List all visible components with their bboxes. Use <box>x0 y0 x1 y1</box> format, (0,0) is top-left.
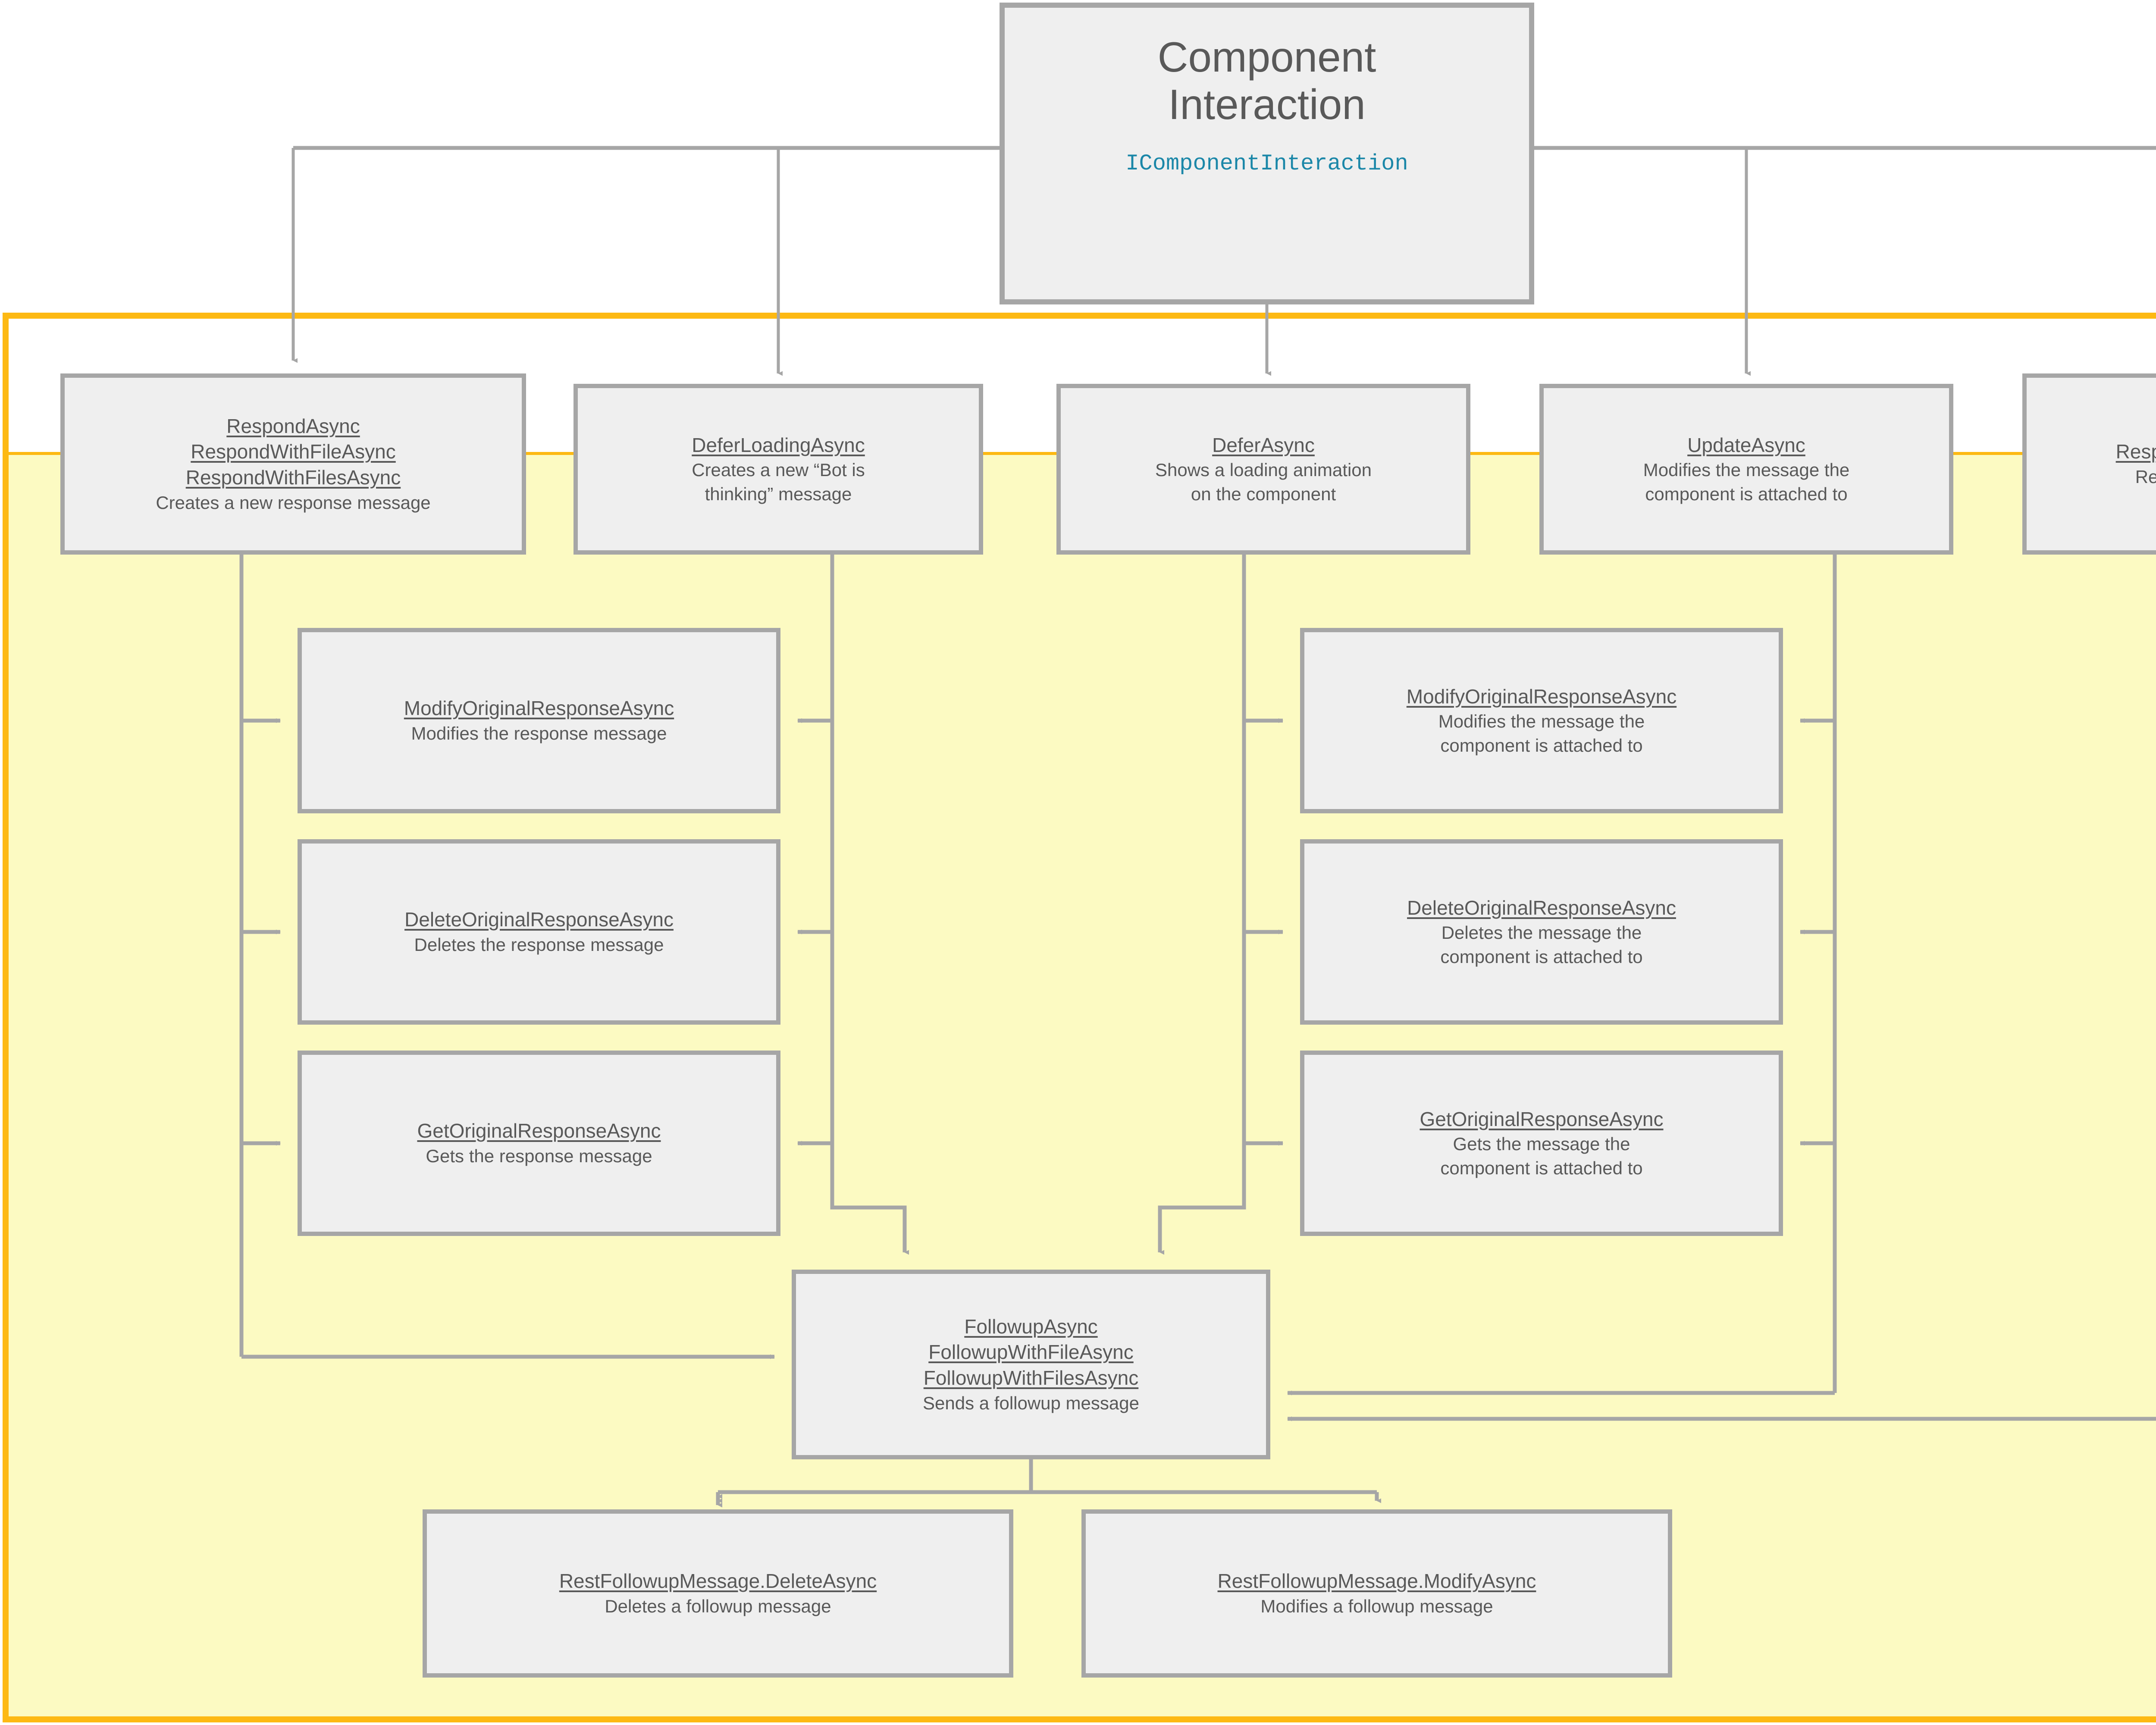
method-name: FollowupWithFileAsync <box>928 1341 1134 1364</box>
method-name: ModifyOriginalResponseAsync <box>1406 685 1677 708</box>
root-node-component-interaction[interactable]: Component Interaction IComponentInteract… <box>1000 3 1534 304</box>
method-name: FollowupWithFilesAsync <box>923 1367 1139 1389</box>
method-name: FollowupAsync <box>964 1315 1098 1338</box>
method-description: Modifies the message the component is at… <box>1643 460 1850 504</box>
method-name-list: UpdateAsync <box>1687 433 1805 458</box>
root-title-line2: Interaction <box>1168 80 1366 128</box>
method-description: Creates a new “Bot is thinking” message <box>692 460 865 504</box>
method-name: RespondAsync <box>226 414 360 437</box>
method-name: DeleteOriginalResponseAsync <box>404 908 674 931</box>
method-name: GetOriginalResponseAsync <box>417 1120 661 1142</box>
node-rest-followup-message-delete-async[interactable]: RestFollowupMessage.DeleteAsync Deletes … <box>423 1509 1013 1678</box>
method-name: RespondWithModalAsync <box>2115 440 2156 463</box>
method-description: Modifies the message the component is at… <box>1438 711 1645 756</box>
method-name-list: GetOriginalResponseAsync <box>1420 1107 1663 1132</box>
node-defer-async[interactable]: DeferAsync Shows a loading animation on … <box>1056 384 1470 555</box>
method-name-list: DeferAsync <box>1212 433 1315 458</box>
method-name: GetOriginalResponseAsync <box>1420 1107 1664 1130</box>
method-name-list: RestFollowupMessage.ModifyAsync <box>1218 1568 1536 1594</box>
method-name: RespondWithFilesAsync <box>185 466 401 489</box>
root-title-line1: Component <box>1157 33 1376 81</box>
node-get-original-response-middle[interactable]: GetOriginalResponseAsync Gets the messag… <box>1300 1051 1783 1236</box>
method-description: Deletes the response message <box>414 935 664 955</box>
method-description: Sends a followup message <box>923 1393 1139 1413</box>
method-name-list: RespondWithModalAsync <box>2116 439 2156 465</box>
node-followup-async[interactable]: FollowupAsync FollowupWithFileAsync Foll… <box>792 1270 1270 1459</box>
method-description: Gets the message the component is attach… <box>1440 1134 1643 1178</box>
node-respond-with-modal-async[interactable]: RespondWithModalAsync Responds with a mo… <box>2022 373 2156 555</box>
method-description: Deletes a followup message <box>605 1596 831 1617</box>
method-name: RespondWithFileAsync <box>191 440 396 463</box>
method-name-list: DeferLoadingAsync <box>692 433 865 458</box>
method-name: RestFollowupMessage.ModifyAsync <box>1217 1570 1536 1593</box>
node-modify-original-response-middle[interactable]: ModifyOriginalResponseAsync Modifies the… <box>1300 628 1783 813</box>
method-description: Gets the response message <box>426 1146 652 1167</box>
node-delete-original-response-middle[interactable]: DeleteOriginalResponseAsync Deletes the … <box>1300 839 1783 1025</box>
method-name: UpdateAsync <box>1687 433 1805 456</box>
node-defer-loading-async[interactable]: DeferLoadingAsync Creates a new “Bot is … <box>573 384 983 555</box>
method-name-list: DeleteOriginalResponseAsync <box>404 907 674 933</box>
method-name-list: ModifyOriginalResponseAsync <box>404 696 674 721</box>
root-interface-name: IComponentInteraction <box>1125 151 1408 176</box>
method-name-list: FollowupAsync FollowupWithFileAsync Foll… <box>924 1314 1138 1391</box>
method-description: Modifies a followup message <box>1260 1596 1493 1617</box>
method-description: Modifies the response message <box>411 723 667 744</box>
node-get-original-response-left[interactable]: GetOriginalResponseAsync Gets the respon… <box>298 1051 780 1236</box>
method-name-list: RestFollowupMessage.DeleteAsync <box>559 1568 877 1594</box>
node-respond-async[interactable]: RespondAsync RespondWithFileAsync Respon… <box>60 373 526 555</box>
node-rest-followup-message-modify-async[interactable]: RestFollowupMessage.ModifyAsync Modifies… <box>1081 1509 1672 1678</box>
method-name-list: DeleteOriginalResponseAsync <box>1407 895 1676 921</box>
method-name-list: RespondAsync RespondWithFileAsync Respon… <box>186 414 401 491</box>
method-name-list: ModifyOriginalResponseAsync <box>1407 684 1677 710</box>
node-delete-original-response-left[interactable]: DeleteOriginalResponseAsync Deletes the … <box>298 839 780 1025</box>
method-name-list: GetOriginalResponseAsync <box>417 1118 661 1144</box>
method-name: DeferAsync <box>1212 433 1315 456</box>
node-modify-original-response-left[interactable]: ModifyOriginalResponseAsync Modifies the… <box>298 628 780 813</box>
method-name: DeleteOriginalResponseAsync <box>1407 896 1676 919</box>
method-description: Deletes the message the component is att… <box>1440 922 1643 967</box>
method-name: DeferLoadingAsync <box>692 433 865 456</box>
method-description: Responds with a modal <box>2135 467 2156 487</box>
node-update-async[interactable]: UpdateAsync Modifies the message the com… <box>1539 384 1953 555</box>
method-name: ModifyOriginalResponseAsync <box>404 697 674 720</box>
method-description: Shows a loading animation on the compone… <box>1155 460 1372 504</box>
method-name: RestFollowupMessage.DeleteAsync <box>559 1570 877 1593</box>
method-description: Creates a new response message <box>156 492 431 513</box>
